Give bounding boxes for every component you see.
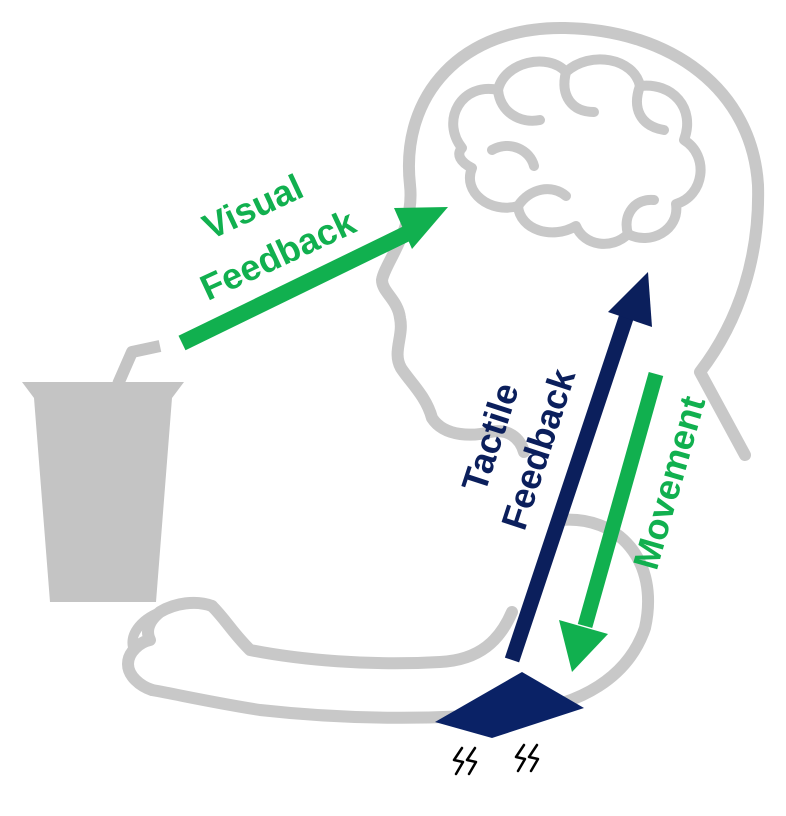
forearm-inner (206, 600, 518, 670)
movement-arrow-shaft (577, 371, 664, 629)
drinking-cup-icon (22, 340, 184, 602)
knuckle-line (127, 607, 165, 655)
brain-outline (448, 54, 706, 249)
brain-fold-2 (559, 67, 599, 117)
tactile-feedback-arrow (504, 272, 652, 663)
vibration-marks-left (452, 746, 478, 776)
cup-body (22, 382, 184, 602)
vibration-icon (452, 743, 540, 776)
tactile-arrow-shaft (504, 309, 636, 663)
visual-feedback-arrow (178, 207, 448, 351)
brain-fold-6 (487, 141, 539, 171)
cup-straw (112, 340, 162, 387)
brain-fold-3 (632, 81, 669, 135)
brain-fold-5 (621, 194, 659, 239)
movement-arrow-head (559, 620, 608, 672)
hand-outline (122, 596, 218, 696)
tactile-arrow-head (608, 272, 652, 327)
arm-outline-icon (122, 513, 655, 724)
brain-fold-4 (513, 184, 571, 211)
visual-arrow-head (394, 207, 448, 249)
brain-fold-1 (493, 85, 545, 126)
haptic-device-icon (435, 672, 584, 738)
vibration-marks-right (514, 743, 540, 773)
movement-arrow (559, 371, 664, 672)
visual-arrow-shaft (178, 224, 414, 351)
